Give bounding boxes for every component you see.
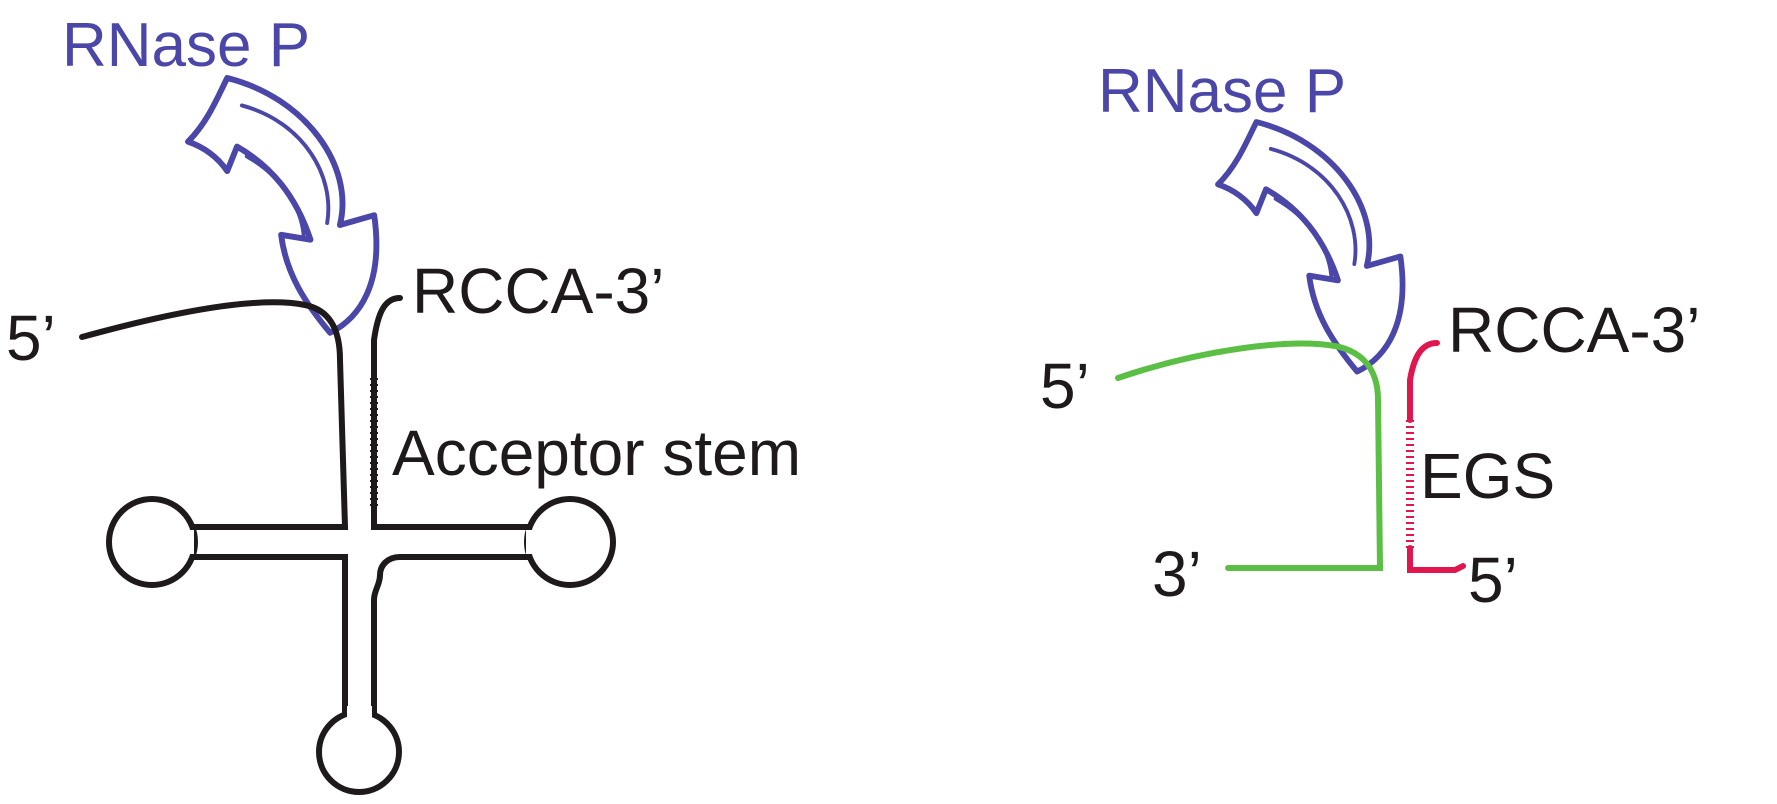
left-d-loop-icon [106,496,198,588]
left-acceptor-strand [371,375,530,530]
left-arm-lower-strand [190,554,348,720]
left-anticodon-loop-icon [316,709,402,795]
right-panel: RNase P 5’ 3’ RCCA-3’ EGS 5’ [1040,57,1700,616]
right-guide-three-prime-strand [1407,340,1440,423]
left-three-prime-strand [371,295,403,378]
left-t-arm-lower-strand [371,554,530,720]
right-substrate-five-prime-label: 5’ [1040,350,1090,422]
left-anticodon-gap [347,706,372,718]
left-panel: RNase P 5’ Acceptor stem RCCA-3’ [6,11,801,795]
left-cleavage-arrow-icon [188,78,376,333]
right-substrate-strand [1115,340,1384,571]
right-guide-five-prime-strand [1407,545,1466,573]
right-enzyme-label: RNase P [1098,57,1346,126]
left-stem-label: Acceptor stem [392,417,801,489]
right-substrate-three-prime-label: 3’ [1152,538,1202,610]
left-three-prime-label: RCCA-3’ [412,255,664,327]
left-t-loop-gap [526,530,532,554]
left-five-prime-strand [79,299,349,530]
right-cleavage-arrow-icon [1218,122,1403,372]
left-enzyme-label: RNase P [62,11,310,80]
left-t-loop-icon [524,496,616,588]
right-guide-three-prime-end-label: RCCA-3’ [1448,294,1700,366]
left-five-prime-label: 5’ [6,302,56,374]
right-guide-label: EGS [1420,440,1555,512]
left-d-loop-gap [188,530,194,554]
right-guide-five-prime-label: 5’ [1468,544,1518,616]
